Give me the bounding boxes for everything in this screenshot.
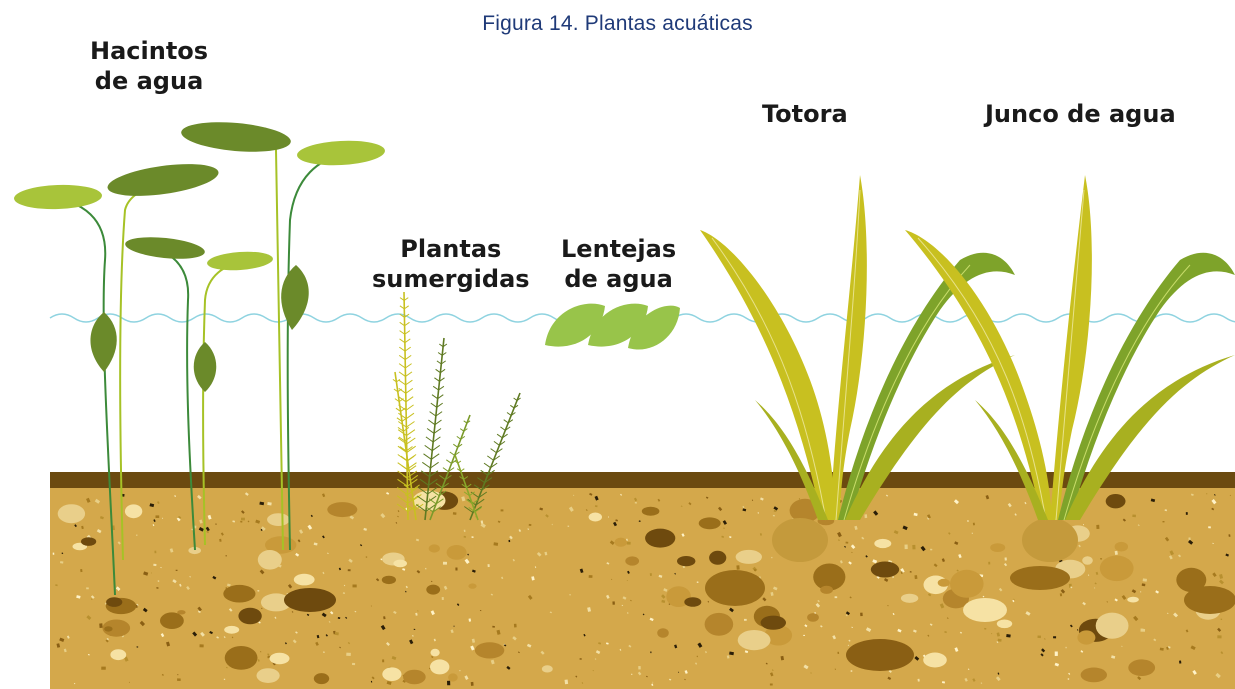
water-rush-plant: [905, 175, 1235, 520]
label-totora: Totora: [762, 99, 848, 129]
label-submerged-line1: Plantas: [372, 234, 530, 264]
label-water-rush-line1: Junco de agua: [985, 99, 1176, 129]
label-submerged-line2: sumergidas: [372, 264, 530, 294]
label-water-hyacinth-line2: de agua: [90, 66, 208, 96]
label-water-hyacinth-line1: Hacintos: [90, 36, 208, 66]
label-duckweed-line1: Lentejas: [561, 234, 676, 264]
label-submerged-plants: Plantas sumergidas: [372, 234, 530, 294]
totora-plant: [700, 175, 1015, 520]
label-duckweed-line2: de agua: [561, 264, 676, 294]
label-duckweed: Lentejas de agua: [561, 234, 676, 294]
label-water-rush: Junco de agua: [985, 99, 1176, 129]
duckweed-plants: [545, 304, 680, 350]
label-totora-line1: Totora: [762, 99, 848, 129]
label-water-hyacinth: Hacintos de agua: [90, 36, 208, 96]
